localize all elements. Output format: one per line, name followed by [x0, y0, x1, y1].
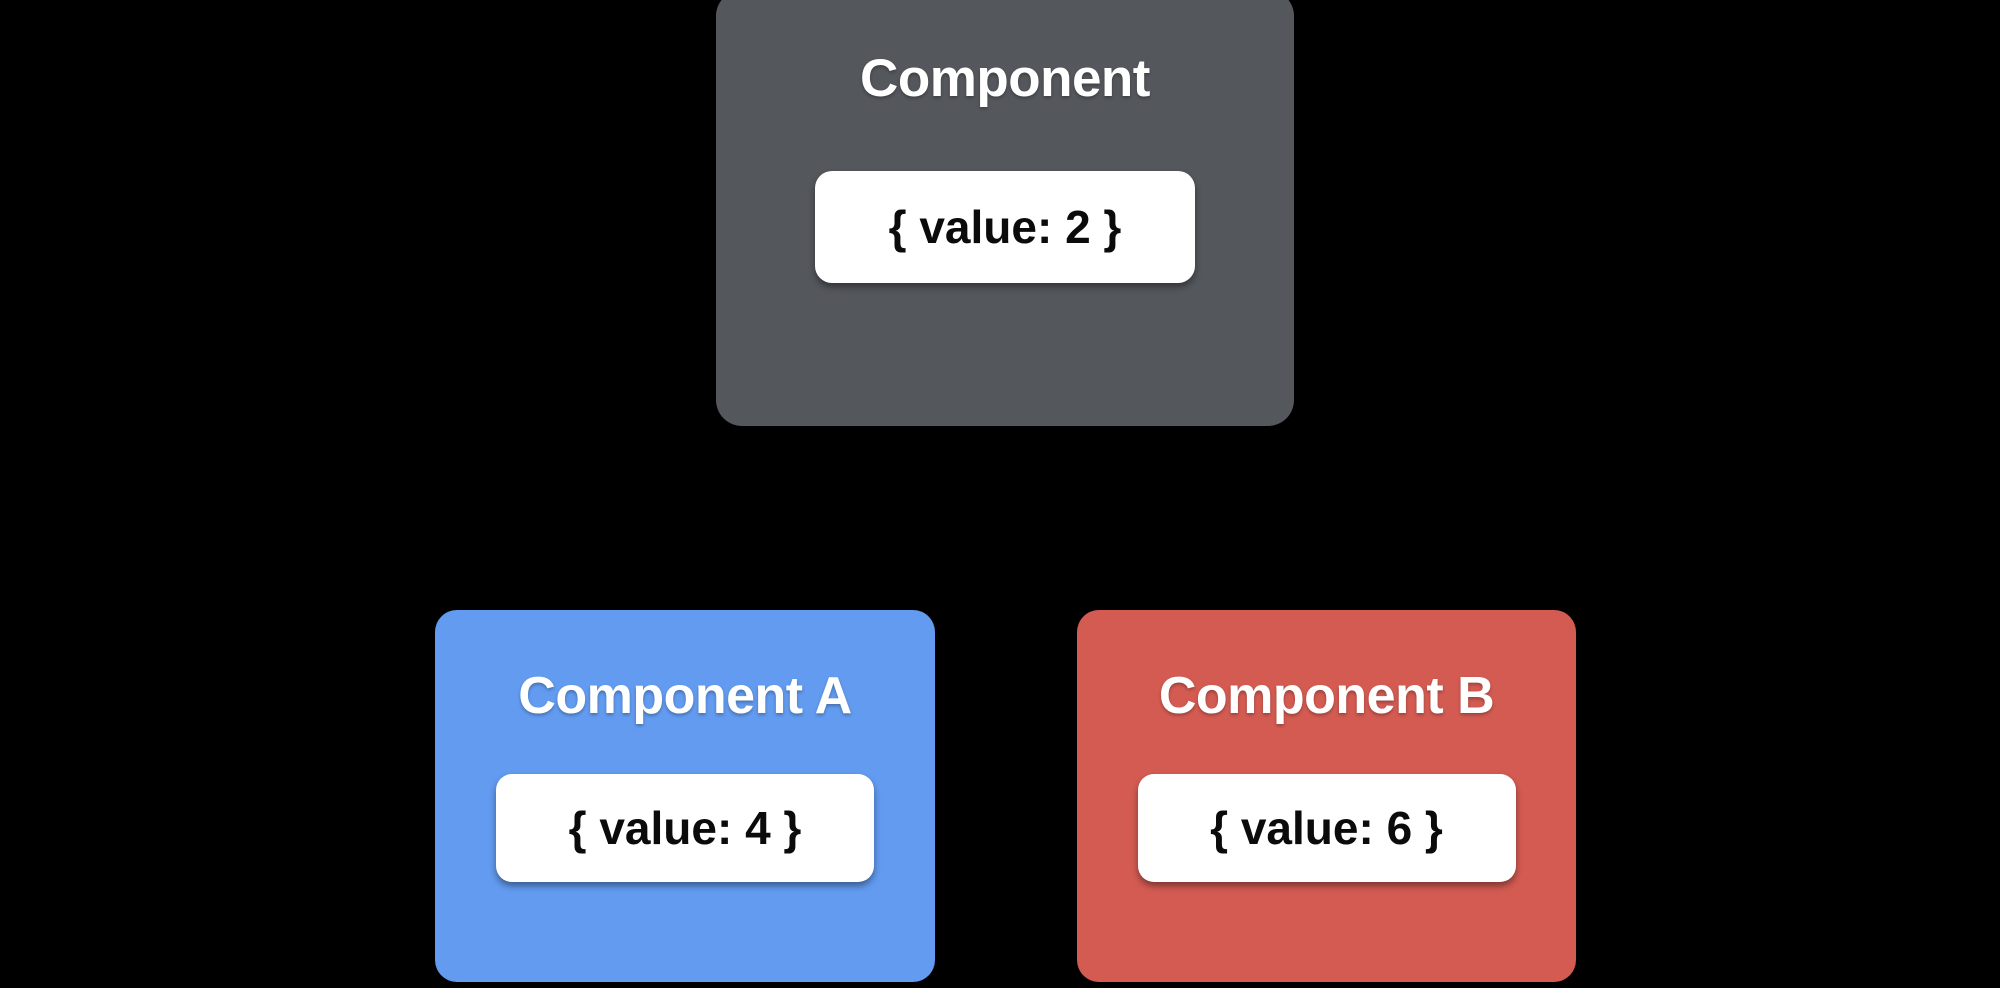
component-node-child-a-title: Component A — [518, 667, 852, 725]
component-node-child-b-title: Component B — [1158, 667, 1495, 725]
component-node-child-b-value-text: { value: 6 } — [1210, 802, 1443, 854]
component-node-child-b[interactable]: Component B { value: 6 } — [1077, 610, 1576, 982]
component-node-root-title: Component — [860, 49, 1150, 108]
component-node-child-a-value-chip[interactable]: { value: 4 } — [496, 774, 874, 882]
component-node-child-a[interactable]: Component A { value: 4 } — [435, 610, 935, 982]
component-node-root-value-text: { value: 2 } — [888, 201, 1122, 253]
component-node-child-a-value-text: { value: 4 } — [568, 802, 802, 854]
component-node-root[interactable]: Component { value: 2 } — [716, 0, 1294, 426]
component-node-root-value-chip[interactable]: { value: 2 } — [815, 171, 1195, 283]
component-node-child-b-value-chip[interactable]: { value: 6 } — [1137, 774, 1516, 882]
